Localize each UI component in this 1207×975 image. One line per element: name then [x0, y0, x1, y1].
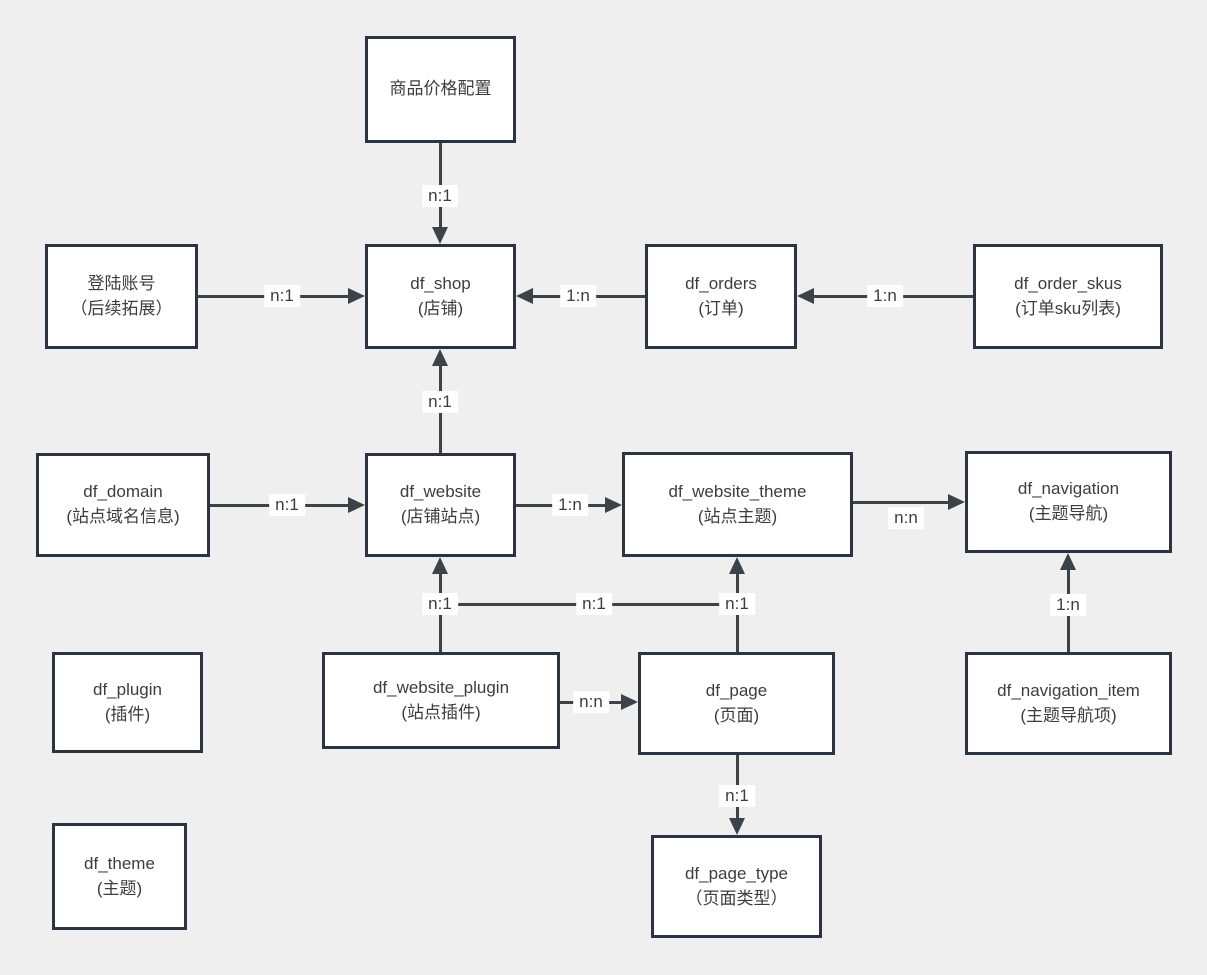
node-subtitle: (主题) [96, 878, 143, 898]
node-title: df_navigation [1017, 479, 1120, 499]
node-df-website-plugin[interactable]: df_website_plugin (站点插件) [322, 652, 560, 749]
edge-website-theme-label: 1:n [552, 494, 588, 516]
edge-website-shop-label: n:1 [422, 391, 458, 413]
node-subtitle: (插件) [104, 704, 151, 724]
edge-page-theme-arrowhead [729, 557, 745, 574]
node-title: df_navigation_item [997, 680, 1140, 700]
node-subtitle: (订单) [698, 298, 744, 318]
edge-orders-shop-arrowhead [516, 288, 533, 304]
edge-website-theme-arrowhead [605, 497, 622, 513]
edge-websiteplugin-website-arrowhead [432, 557, 448, 574]
node-subtitle: (订单sku列表) [1015, 298, 1121, 318]
node-title: 登陆账号 [87, 273, 156, 293]
node-title: 商品价格配置 [389, 79, 492, 99]
node-df-website-theme[interactable]: df_website_theme (站点主题) [622, 452, 853, 557]
node-df-navigation[interactable]: df_navigation (主题导航) [965, 451, 1172, 553]
edge-theme-navigation-label: n:n [888, 507, 924, 529]
node-title: df_website [399, 482, 482, 502]
edge-product-shop-arrowhead [432, 227, 448, 244]
edge-orderskus-orders-label: 1:n [867, 285, 903, 307]
node-subtitle: （页面类型） [685, 888, 788, 908]
node-subtitle: (站点主题) [697, 506, 778, 526]
edge-theme-navigation-arrowhead [948, 494, 965, 510]
node-subtitle: (页面) [713, 705, 760, 725]
node-title: df_page [705, 680, 768, 700]
edge-page-website-label: n:1 [576, 593, 612, 615]
node-product-price-config[interactable]: 商品价格配置 [365, 36, 516, 143]
node-df-theme[interactable]: df_theme (主题) [52, 823, 187, 930]
node-subtitle: (店铺) [417, 298, 464, 318]
node-subtitle: (站点插件) [401, 702, 481, 722]
node-subtitle: (主题导航项) [1020, 705, 1117, 725]
node-df-navigation-item[interactable]: df_navigation_item (主题导航项) [965, 652, 1172, 755]
edge-websiteplugin-page-arrowhead [621, 694, 638, 710]
edge-page-pagetype-label: n:1 [719, 785, 755, 807]
node-title: df_page_type [684, 863, 789, 883]
edge-theme-navigation-line [853, 501, 950, 504]
edge-navitem-navigation-label: 1:n [1050, 594, 1086, 616]
node-title: df_order_skus [1014, 273, 1122, 293]
edge-websiteplugin-website-label: n:1 [422, 593, 458, 615]
edge-login-shop-label: n:1 [264, 285, 300, 307]
node-title: df_website_theme [668, 481, 807, 501]
edge-product-shop-label: n:1 [422, 185, 458, 207]
node-subtitle: (店铺站点) [400, 507, 481, 526]
edge-navitem-navigation-arrowhead [1060, 553, 1076, 570]
node-df-page-type[interactable]: df_page_type （页面类型） [651, 835, 822, 938]
node-df-plugin[interactable]: df_plugin (插件) [52, 652, 203, 753]
edge-websiteplugin-page-label: n:n [573, 691, 609, 713]
node-df-shop[interactable]: df_shop (店铺) [365, 244, 516, 349]
edge-login-shop-arrowhead [348, 288, 365, 304]
node-subtitle: （后续拓展） [70, 298, 173, 318]
edge-orders-shop-label: 1:n [560, 285, 596, 307]
node-title: df_domain [83, 482, 163, 502]
edge-domain-website-label: n:1 [269, 494, 305, 516]
node-df-domain[interactable]: df_domain (站点域名信息) [36, 453, 210, 557]
node-title: df_theme [84, 853, 155, 873]
node-df-order-skus[interactable]: df_order_skus (订单sku列表) [973, 244, 1163, 349]
node-title: df_shop [410, 273, 471, 293]
edge-domain-website-arrowhead [348, 497, 365, 513]
node-title: df_plugin [92, 679, 162, 699]
node-df-orders[interactable]: df_orders (订单) [645, 244, 797, 349]
node-login-account[interactable]: 登陆账号 （后续拓展） [45, 244, 198, 349]
edge-page-pagetype-arrowhead [729, 818, 745, 835]
edge-page-theme-label: n:1 [719, 593, 755, 615]
edge-website-shop-arrowhead [432, 349, 448, 366]
edge-orderskus-orders-arrowhead [797, 288, 814, 304]
node-subtitle: (站点域名信息) [66, 507, 180, 526]
node-title: df_orders [685, 273, 757, 293]
node-subtitle: (主题导航) [1028, 504, 1109, 523]
node-title: df_website_plugin [372, 677, 510, 697]
node-df-page[interactable]: df_page (页面) [638, 652, 835, 755]
node-df-website[interactable]: df_website (店铺站点) [365, 453, 516, 557]
